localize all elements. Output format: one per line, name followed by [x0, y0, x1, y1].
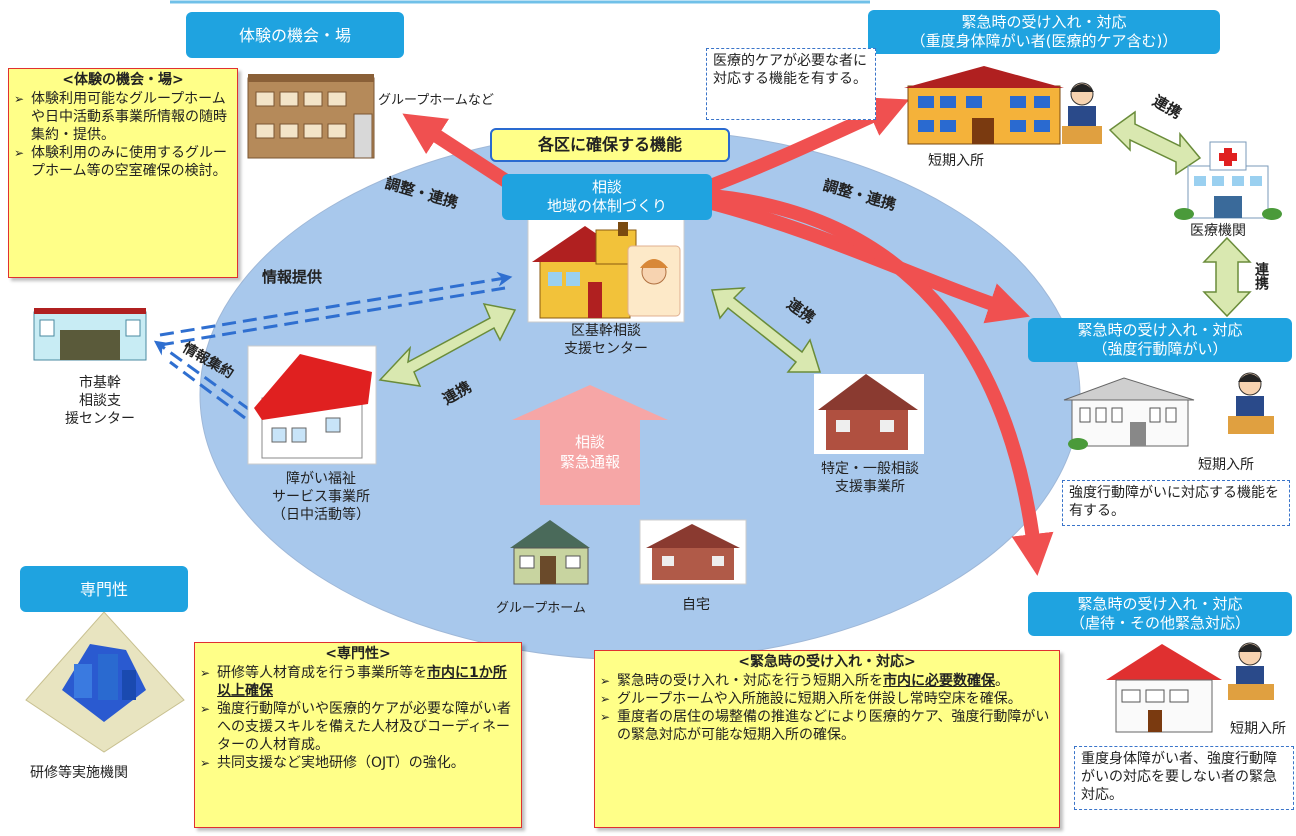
- shortstay-abuse-building: [1106, 642, 1274, 733]
- link-label-vertical: 連携: [1253, 262, 1269, 290]
- info-provision-arrow-2: [159, 286, 506, 347]
- expertise-header-text: 専門性: [79, 579, 128, 599]
- emergency-note: <緊急時の受け入れ・対応> 緊急時の受け入れ・対応を行う短期入所を市内に必要数確…: [594, 650, 1060, 828]
- ward-functions-title: 各区に確保する機能: [490, 128, 730, 162]
- arrow-to-abuse: [699, 188, 1054, 576]
- emergency-note-item-2: グループホームや入所施設に短期入所を併設し常時空床を確保。: [600, 690, 1055, 708]
- welfare-office-line3: （日中活動等）: [272, 507, 370, 523]
- specific-consult-label: 特定・一般相談 支援事業所: [808, 460, 932, 496]
- training-institution-building: [25, 611, 185, 753]
- consult-arrow-label: 相談 緊急通報: [548, 432, 632, 472]
- ward-functions-title-text: 各区に確保する機能: [537, 135, 682, 154]
- shortstay-label-severe: 短期入所: [928, 153, 984, 169]
- info-collection-arrow-2: [169, 360, 246, 420]
- welfare-office-line2: サービス事業所: [272, 489, 370, 505]
- expertise-header: 専門性: [20, 566, 188, 612]
- city-center-label: 市基幹 相談支 援センター: [60, 374, 140, 428]
- specific-consult-line1: 特定・一般相談: [821, 461, 919, 477]
- emergency-severe-line1: 緊急時の受け入れ・対応: [961, 13, 1127, 31]
- center-house: [527, 217, 685, 323]
- consult-arrow-line1: 相談: [574, 433, 605, 451]
- emergency-abuse-line1: 緊急時の受け入れ・対応: [1077, 595, 1243, 613]
- arrow-to-behavior: [698, 193, 1030, 324]
- info-collection-arrow: [153, 340, 251, 412]
- experience-note-item: 体験利用のみに使用するグループホーム等の空室確保の検討。: [14, 144, 233, 180]
- emergency-behavior-header: 緊急時の受け入れ・対応 （強度行動障がい）: [1028, 318, 1292, 362]
- emergency-note-item-3: 重度者の居住の場整備の推進などにより医療的ケア、強度行動障がいの緊急対応が可能な…: [600, 708, 1055, 744]
- expertise-note-item-2: 強度行動障がいや医療的ケアが必要な障がい者への支援スキルを備えた人材及びコーディ…: [200, 700, 517, 754]
- experience-note: <体験の機会・場> 体験利用可能なグループホームや日中活動系事業所情報の随時集約…: [8, 68, 238, 278]
- welfare-office-label: 障がい福祉 サービス事業所 （日中活動等）: [256, 470, 386, 524]
- abuse-note: 重度身体障がい者、強度行動障がいの対応を要しない者の緊急対応。: [1074, 746, 1294, 810]
- link-arrow-vertical: [1202, 236, 1252, 318]
- info-provision-label: 情報提供: [262, 268, 323, 286]
- expertise-note-title: <専門性>: [325, 646, 391, 662]
- expertise-note: <専門性> 研修等人材育成を行う事業所等を市内に1か所以上確保 強度行動障がいや…: [194, 642, 522, 828]
- emergency-severe-header: 緊急時の受け入れ・対応 （重度身体障がい者(医療的ケア含む)）: [868, 10, 1220, 54]
- specific-consult-house: [814, 374, 924, 454]
- link-arrow-medical: [1108, 110, 1202, 176]
- emergency-item1-emphasis: 市内に必要数確保: [883, 673, 995, 689]
- link-arrow-left: [378, 302, 517, 387]
- experience-header-text: 体験の機会・場: [238, 25, 351, 45]
- grouphome-building-top: [247, 74, 375, 159]
- grouphome-bottom-label: グループホーム: [496, 601, 586, 616]
- city-center-line1: 市基幹: [79, 375, 121, 391]
- center-name-label: 区基幹相談 支援センター: [528, 322, 684, 358]
- info-provision-arrow: [159, 271, 513, 337]
- grouphome-bottom-house: [510, 520, 590, 585]
- center-box-line2: 地域の体制づくり: [546, 197, 667, 215]
- emergency-note-title: <緊急時の受け入れ・対応>: [738, 654, 916, 670]
- city-center-line2: 相談支: [79, 393, 121, 409]
- medical-institution-label: 医療機関: [1190, 223, 1246, 239]
- specific-consult-line2: 支援事業所: [835, 479, 905, 495]
- expertise-item1-text: 研修等人材育成を行う事業所等を: [217, 665, 427, 681]
- emergency-behavior-line2: （強度行動障がい）: [1092, 340, 1228, 358]
- welfare-office-house: [247, 345, 377, 465]
- city-center-building: [33, 308, 147, 361]
- shortstay-label-abuse: 短期入所: [1230, 721, 1286, 737]
- expertise-item1-emphasis: 市内に1か所以上確保: [217, 665, 507, 699]
- medical-care-note: 医療的ケアが必要な者に対応する機能を有する。: [706, 48, 876, 120]
- experience-header: 体験の機会・場: [186, 12, 404, 58]
- green-arrows: [378, 110, 1252, 387]
- shortstay-severe-building: [904, 66, 1102, 145]
- behavior-note: 強度行動障がいに対応する機能を有する。: [1062, 480, 1290, 526]
- emergency-abuse-header: 緊急時の受け入れ・対応 （虐待・その他緊急対応）: [1028, 592, 1292, 636]
- center-name-line1: 区基幹相談: [571, 323, 641, 339]
- grouphome-top-label: グループホームなど: [378, 93, 494, 108]
- center-box-line1: 相談: [591, 178, 622, 196]
- expertise-note-item-3: 共同支援など実地研修（OJT）の強化。: [200, 754, 517, 772]
- home-house: [639, 519, 747, 585]
- emergency-severe-line2: （重度身体障がい者(医療的ケア含む)）: [910, 32, 1178, 50]
- emergency-abuse-line2: （虐待・その他緊急対応）: [1069, 614, 1250, 632]
- link-arrow-right: [711, 287, 822, 373]
- training-institution-label: 研修等実施機関: [30, 765, 128, 781]
- blue-arrows: [153, 271, 513, 420]
- consult-up-arrow: [512, 385, 668, 505]
- city-center-line3: 援センター: [65, 411, 135, 427]
- expertise-note-item-1: 研修等人材育成を行う事業所等を市内に1か所以上確保: [200, 664, 517, 700]
- experience-note-item: 体験利用可能なグループホームや日中活動系事業所情報の随時集約・提供。: [14, 90, 233, 144]
- welfare-office-line1: 障がい福祉: [286, 471, 356, 487]
- shortstay-behavior-building: [1063, 372, 1274, 450]
- shortstay-label-behavior: 短期入所: [1198, 457, 1254, 473]
- center-function-box: 相談 地域の体制づくり: [502, 174, 712, 220]
- consult-arrow-line2: 緊急通報: [559, 453, 620, 471]
- hospital-building: [1174, 141, 1282, 220]
- experience-note-title: <体験の機会・場>: [62, 72, 184, 88]
- emergency-note-item-1: 緊急時の受け入れ・対応を行う短期入所を市内に必要数確保。: [600, 672, 1055, 690]
- center-name-line2: 支援センター: [564, 341, 648, 357]
- emergency-item1-text: 緊急時の受け入れ・対応を行う短期入所を: [617, 673, 883, 689]
- emergency-behavior-line1: 緊急時の受け入れ・対応: [1077, 321, 1243, 339]
- home-label: 自宅: [682, 597, 710, 613]
- emergency-item1-end: 。: [995, 673, 1009, 689]
